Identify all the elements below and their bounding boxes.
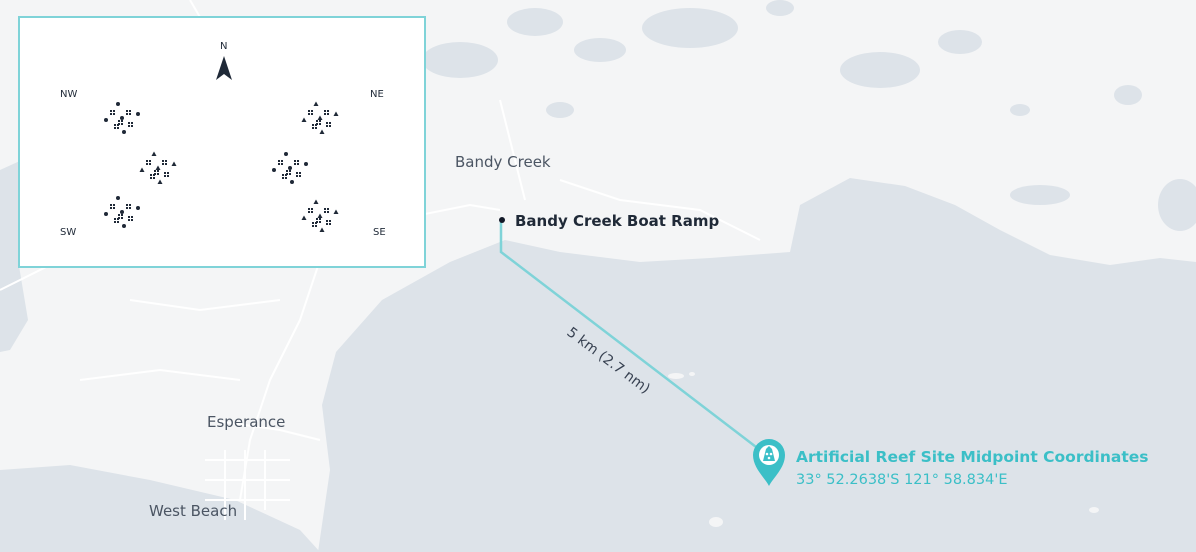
boat-ramp-marker-icon[interactable]: [499, 217, 505, 223]
reef-site-coordinates: 33° 52.2638'S 121° 58.834'E: [796, 472, 1008, 488]
reef-site-pin-icon[interactable]: [753, 439, 785, 486]
reef-layout-inset: N NW NE SW SE: [18, 16, 426, 268]
place-label-west-beach: West Beach: [149, 502, 237, 520]
quadrant-label-nw: NW: [60, 89, 77, 100]
quadrant-label-ne: NE: [370, 89, 384, 100]
islands: [668, 372, 1099, 527]
west-beach-water: [0, 465, 320, 552]
north-arrow-icon: [216, 56, 232, 80]
quadrant-label-se: SE: [373, 227, 386, 238]
place-label-esperance: Esperance: [207, 413, 285, 431]
north-label: N: [220, 41, 227, 52]
reef-module-clusters: [104, 101, 339, 232]
place-label-bandy-creek: Bandy Creek: [455, 153, 551, 171]
quadrant-label-sw: SW: [60, 227, 76, 238]
reef-site-title: Artificial Reef Site Midpoint Coordinate…: [796, 448, 1149, 466]
bay-water: [318, 178, 1196, 552]
lakes: [422, 0, 1196, 231]
boat-ramp-label: Bandy Creek Boat Ramp: [515, 212, 719, 230]
route-line: [499, 222, 761, 451]
